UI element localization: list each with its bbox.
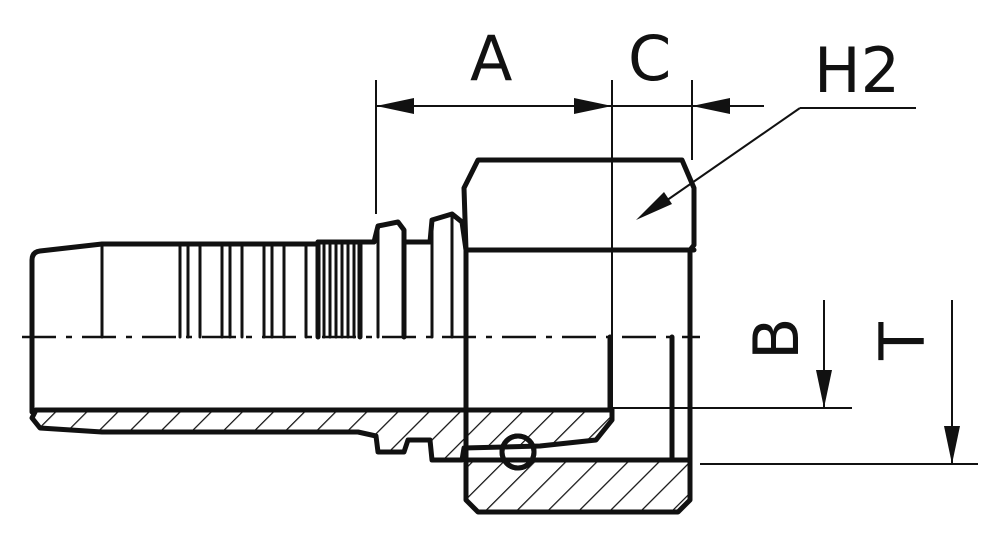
dim-h2-leader-diagonal	[649, 107, 801, 213]
dim-t-arrow	[944, 426, 960, 464]
dim-a-label: A	[470, 22, 512, 95]
dim-b-arrow	[816, 370, 832, 408]
dim-h2-arrow	[636, 192, 672, 220]
hex-nut-chamfer	[462, 158, 696, 190]
dim-h2-label: H2	[814, 34, 900, 107]
stem-knurl	[315, 239, 363, 340]
stem-serrations	[100, 242, 308, 339]
stem-collar-2	[401, 211, 469, 340]
dim-c-label: C	[628, 22, 671, 95]
dim-t-label: T	[866, 321, 939, 361]
o-ring-overlay	[499, 433, 537, 471]
dim-a-arrow-right	[574, 98, 612, 114]
stem-section-hatched	[29, 407, 615, 463]
stem-tail-upper	[29, 239, 377, 415]
dim-a-arrow-left	[376, 98, 414, 114]
nut-section-hatched	[463, 457, 693, 515]
dim-c-arrow	[692, 98, 730, 114]
dim-b-label: B	[740, 317, 813, 360]
